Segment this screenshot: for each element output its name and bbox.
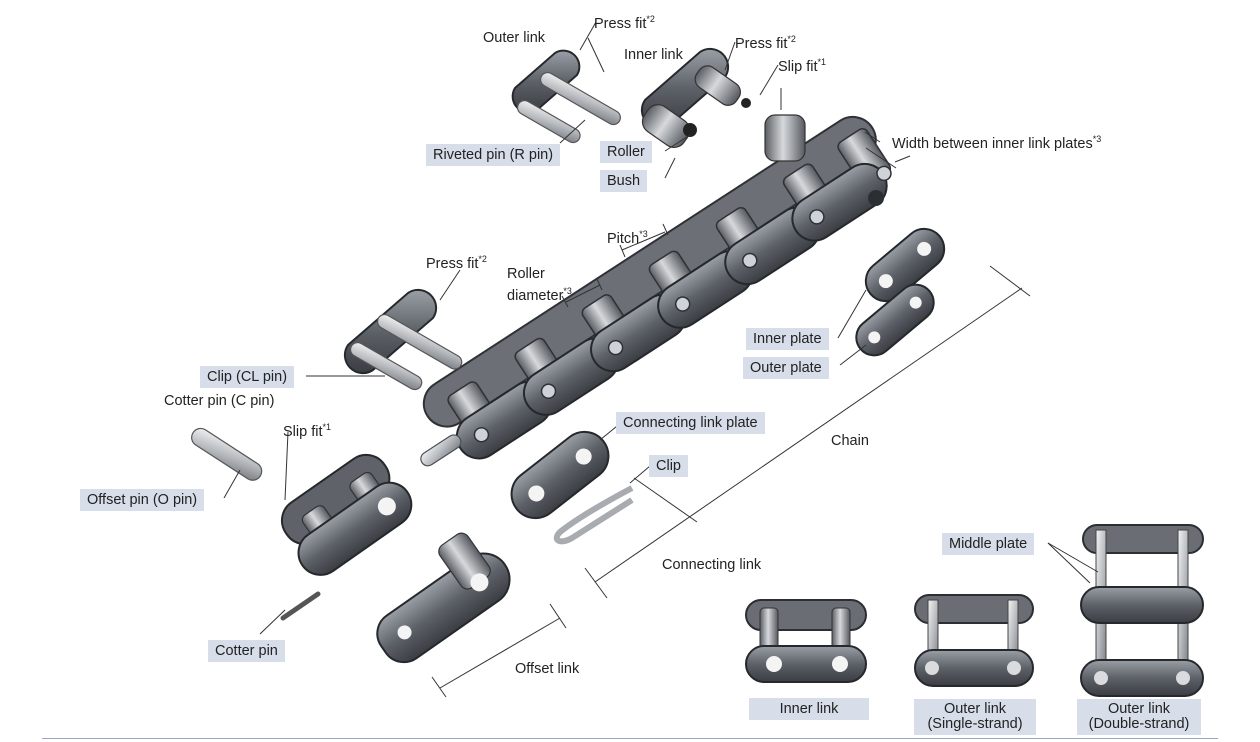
label-roller: Roller xyxy=(600,141,652,163)
label-middle-plate: Middle plate xyxy=(942,533,1035,555)
outer-plate-part xyxy=(855,283,935,357)
bush-part xyxy=(764,114,806,162)
label-slip-fit-top: Slip fit*1 xyxy=(778,57,827,75)
label-riveted-pin: Riveted pin (R pin) xyxy=(426,144,561,166)
label-cotter-pin: Cotter pin xyxy=(208,640,285,662)
label-offset-link: Offset link xyxy=(515,661,580,677)
offset-pin-part xyxy=(191,427,263,481)
label-press-fit-2: Press fit*2 xyxy=(735,34,796,52)
label-pitch: Pitch*3 xyxy=(607,229,648,247)
label-inner-plate: Inner plate xyxy=(746,328,829,350)
outer-link-part xyxy=(511,49,621,144)
label-press-fit-1: Press fit*2 xyxy=(594,14,655,32)
label-clip-cl-pin: Clip (CL pin) xyxy=(200,366,295,388)
main-chain xyxy=(420,115,892,467)
label-clip: Clip xyxy=(649,455,688,477)
label-roller-diameter-1: Roller xyxy=(507,266,545,282)
outer-link-single-picture xyxy=(913,594,1034,687)
label-width-between: Width between inner link plates*3 xyxy=(892,134,1102,152)
label-connecting-link: Connecting link xyxy=(662,557,762,573)
clip-part xyxy=(553,485,634,545)
label-connecting-link-plate: Connecting link plate xyxy=(616,412,765,434)
label-slip-fit-mid: Slip fit*1 xyxy=(283,422,332,440)
label-outer-link-double: Outer link(Double-strand) xyxy=(1077,699,1201,735)
offset-link-part xyxy=(376,532,511,664)
label-chain: Chain xyxy=(831,433,869,449)
label-inner-link-bottom: Inner link xyxy=(749,698,869,720)
outer-link-double-picture xyxy=(1079,524,1204,697)
connecting-link-plate-part xyxy=(510,430,610,520)
label-roller-diameter-2: diameter*3 xyxy=(507,286,572,304)
label-outer-link: Outer link xyxy=(483,30,546,46)
label-offset-pin: Offset pin (O pin) xyxy=(80,489,205,511)
slip-fit-link-part xyxy=(280,453,413,576)
label-inner-link: Inner link xyxy=(624,47,683,63)
bottom-rule xyxy=(42,738,1218,739)
label-outer-plate: Outer plate xyxy=(743,357,829,379)
label-cotter-pin-c: Cotter pin (C pin) xyxy=(164,393,275,409)
inner-link-part xyxy=(640,47,751,148)
label-outer-link-single: Outer link(Single-strand) xyxy=(914,699,1036,735)
clip-link-part xyxy=(343,288,463,391)
cotter-pin-part xyxy=(280,591,321,621)
inner-link-picture xyxy=(744,599,867,683)
label-bush: Bush xyxy=(600,170,648,192)
label-press-fit-mid: Press fit*2 xyxy=(426,254,487,272)
